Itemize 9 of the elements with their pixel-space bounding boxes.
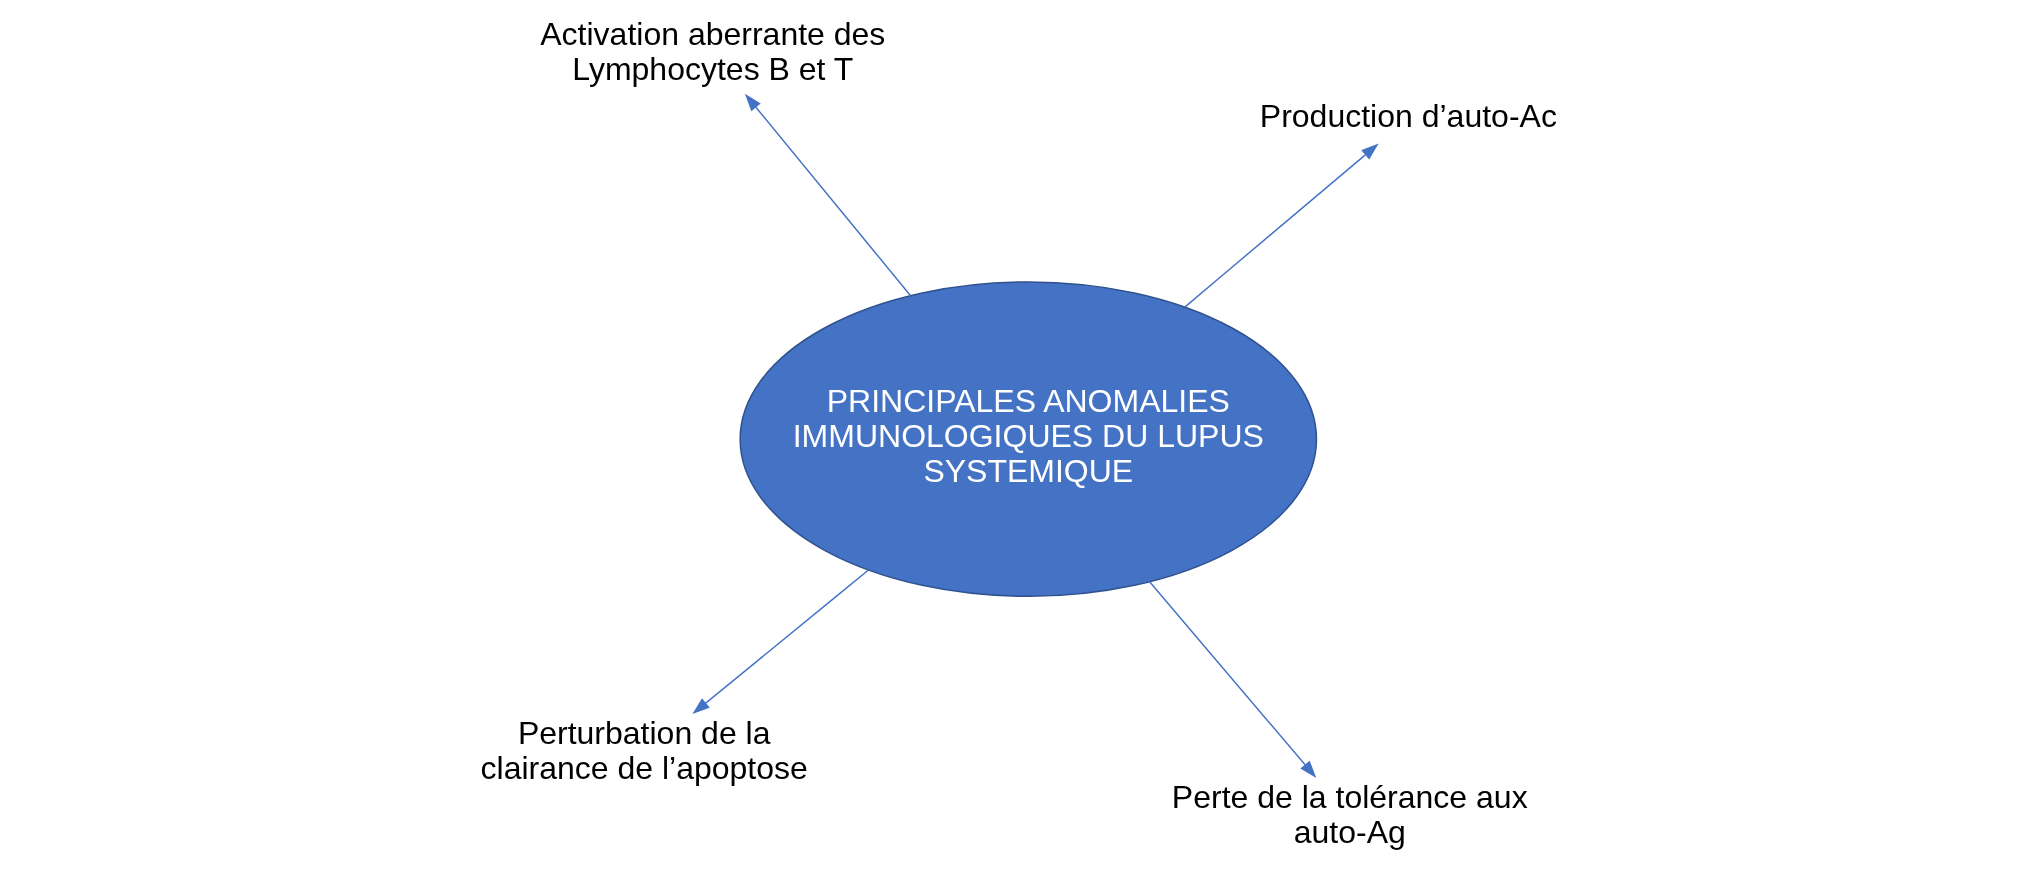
arrow <box>691 569 869 715</box>
node-ellipse: PRINCIPALES ANOMALIES IMMUNOLOGIQUES DU LUPUS SYSTEMIQUE <box>738 281 1317 598</box>
node-text: Perte de la tolérance aux auto-Ag <box>1171 778 1528 850</box>
node-text: Activation aberrante des Lymphocytes B et T <box>539 16 885 88</box>
node-text: Production d’auto-Ac <box>1259 97 1557 134</box>
arrow <box>744 93 911 297</box>
node-text: Perturbation de la clairance de l’apoptose <box>480 715 808 787</box>
arrow <box>1183 143 1379 308</box>
arrow <box>1148 581 1316 778</box>
